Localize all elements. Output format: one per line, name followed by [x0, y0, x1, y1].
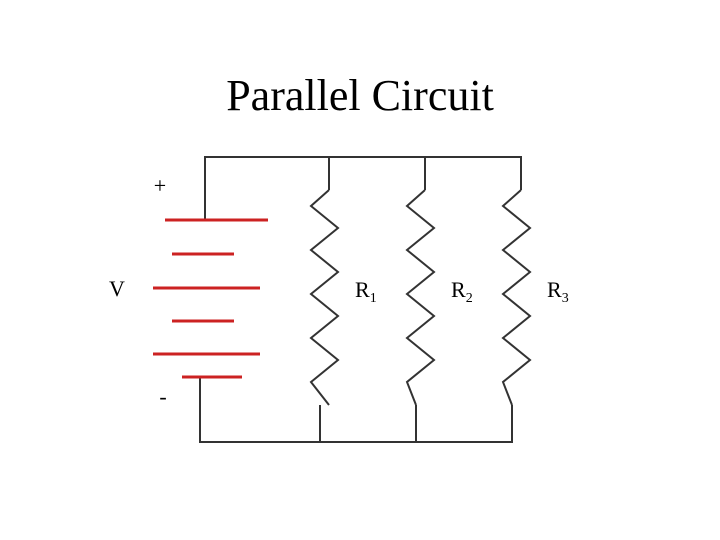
- resistor-r1-label: R1: [355, 277, 377, 306]
- bottom-wire: [199, 378, 513, 443]
- resistor-r2-zigzag: [405, 189, 436, 406]
- battery-plus-label: +: [154, 173, 166, 198]
- battery: [153, 218, 268, 379]
- resistor-r3-zigzag: [501, 189, 532, 406]
- resistor-zigzags: [309, 189, 532, 406]
- battery-minus-label: -: [159, 384, 166, 409]
- resistor-r3-subscript: 3: [562, 291, 569, 306]
- resistor-r2-letter: R: [451, 277, 466, 302]
- resistor-r1-zigzag: [309, 189, 340, 406]
- resistor-r1-subscript: 1: [370, 291, 377, 306]
- diagram-title: Parallel Circuit: [226, 71, 494, 120]
- circuit-wires: [199, 156, 522, 443]
- resistor-r1-letter: R: [355, 277, 370, 302]
- resistor-r3-label: R3: [547, 277, 569, 306]
- resistor-r3-letter: R: [547, 277, 562, 302]
- resistor-r2-subscript: 2: [466, 291, 473, 306]
- top-wire: [204, 156, 522, 220]
- resistor-r2-label: R2: [451, 277, 473, 306]
- battery-voltage-label: V: [109, 276, 125, 301]
